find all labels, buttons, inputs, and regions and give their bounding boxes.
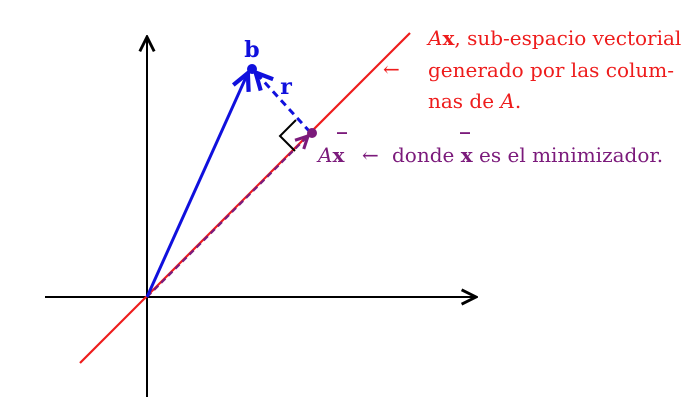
point-projection — [307, 128, 317, 138]
subspace-line3-text: nas de — [428, 89, 500, 113]
projection-arrow-icon: ← — [362, 143, 379, 167]
right-angle-marker — [278, 119, 297, 152]
projection-math-a: A — [316, 143, 332, 167]
projection-desc-pre: donde — [392, 143, 461, 167]
projection-description: donde x es el minimizador. — [392, 143, 663, 167]
subspace-label-line2: generado por las colum- — [428, 58, 674, 82]
subspace-label-line1: Ax, sub-espacio vectorial — [426, 26, 681, 50]
subspace-line — [79, 32, 411, 364]
label-b: b — [244, 37, 259, 63]
projection-math-xbar: x — [332, 143, 345, 167]
subspace-label-line3: nas de A. — [428, 89, 521, 113]
projection-bar-mark: ‾ — [337, 128, 347, 152]
projection-label: Ax — [316, 143, 345, 167]
projection-vector — [146, 137, 307, 298]
subspace-line3-math: A — [498, 89, 514, 113]
subspace-math-x: x — [442, 26, 455, 50]
subspace-math-a: A — [426, 26, 442, 50]
projection-desc-var: x — [461, 143, 474, 167]
projection-desc-post: es el minimizador. — [473, 143, 663, 167]
subspace-line1-rest: , sub-espacio vectorial — [454, 26, 681, 50]
residual-vector — [257, 74, 312, 134]
point-b — [247, 64, 257, 74]
subspace-line3-end: . — [515, 89, 521, 113]
label-r: r — [280, 74, 292, 100]
vector-b — [145, 75, 247, 298]
subspace-arrow-icon: ← — [383, 57, 400, 81]
projection-desc-bar-mark: ‾ — [460, 128, 470, 152]
